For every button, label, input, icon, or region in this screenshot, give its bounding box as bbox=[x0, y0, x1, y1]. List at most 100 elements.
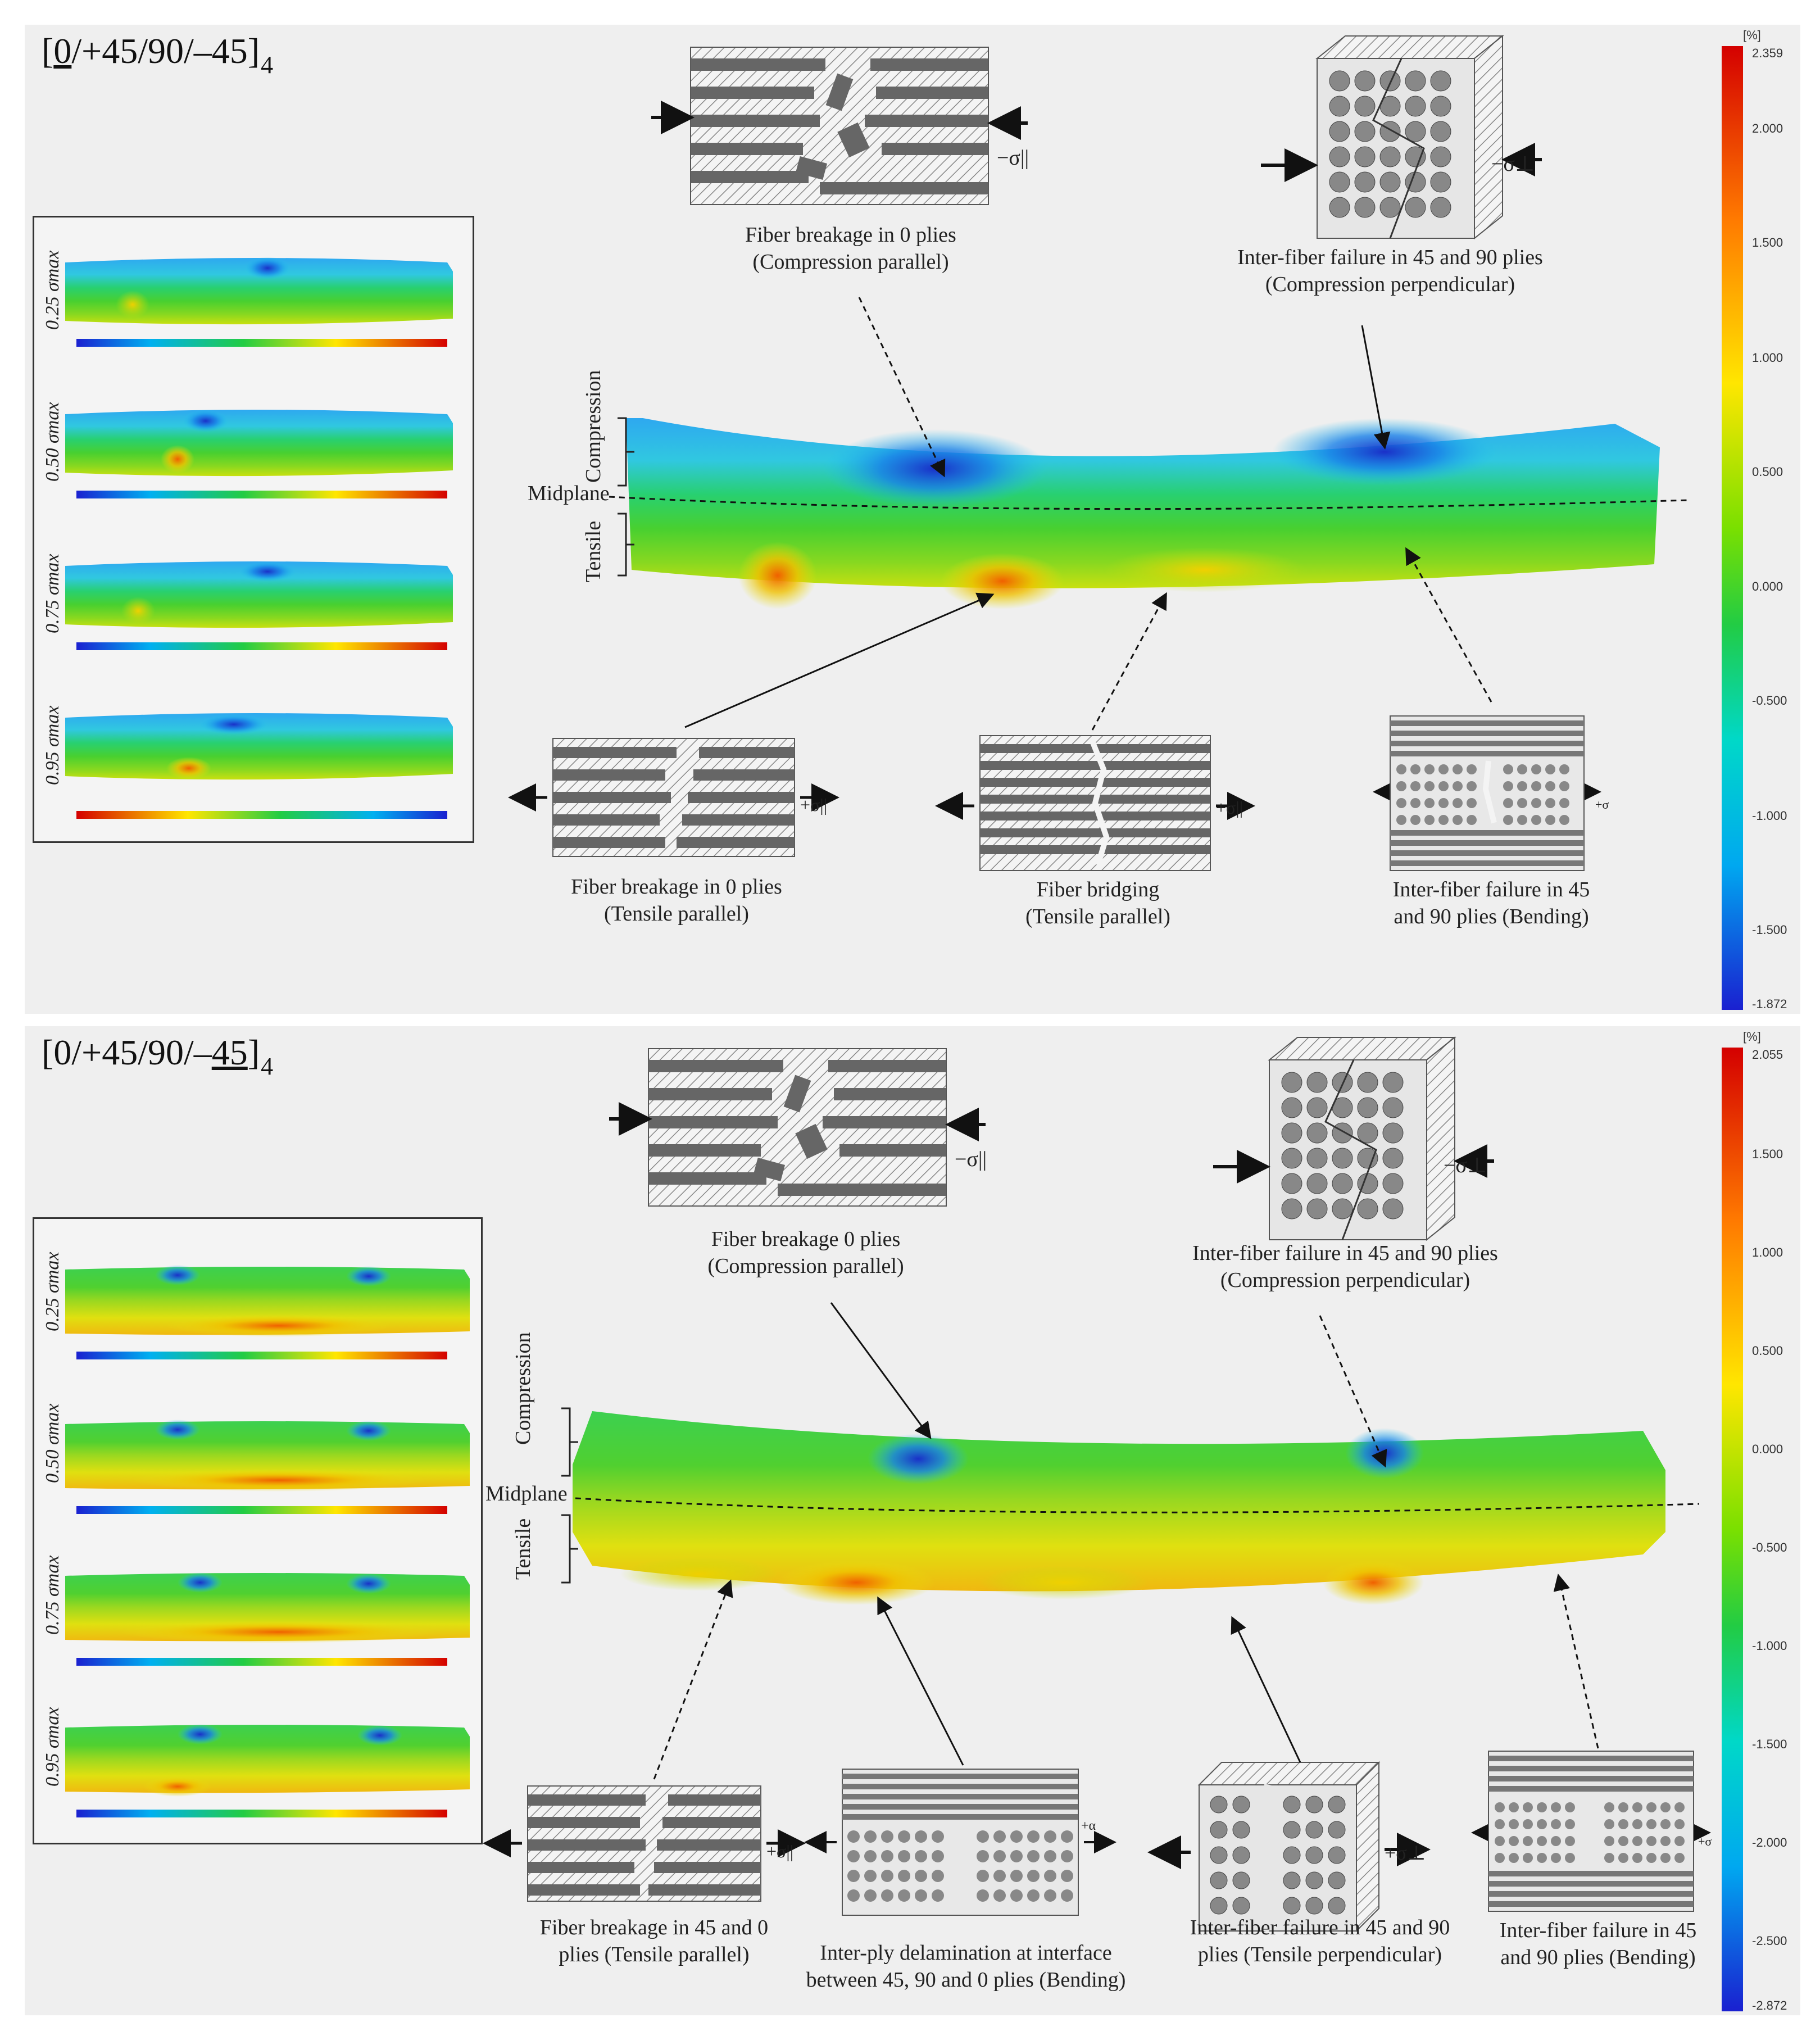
leader-arrow bbox=[877, 1596, 964, 1766]
cb-tick: -1.000 bbox=[1752, 809, 1787, 823]
cb-tick: 2.000 bbox=[1752, 121, 1783, 135]
stress-level-inset-2: 0.25 σmax 0.50 σmax 0.75 σmax 0.95 σmax bbox=[33, 1217, 483, 1844]
caption-line: plies (Tensile parallel) bbox=[559, 1943, 750, 1966]
cb-tick: -2.872 bbox=[1752, 1998, 1787, 2012]
colorbar-unit-1: [%] bbox=[1743, 28, 1761, 42]
leader-arrow bbox=[1405, 547, 1492, 702]
symbol-comp-par: −σ|| bbox=[955, 1148, 987, 1171]
zone-compression-label: Compression bbox=[511, 1332, 535, 1445]
caption-line: Fiber bridging bbox=[1036, 878, 1160, 901]
caption-line: (Compression perpendicular) bbox=[1220, 1268, 1470, 1292]
small-colorbar bbox=[76, 642, 447, 650]
cb-tick: 0.500 bbox=[1752, 465, 1783, 479]
colorbar-unit-2: [%] bbox=[1743, 1030, 1761, 1044]
leader-arrow bbox=[1091, 592, 1167, 731]
cb-tick: -1.872 bbox=[1752, 997, 1787, 1011]
iff-compression-schematic bbox=[1261, 34, 1542, 240]
cb-tick: -0.500 bbox=[1752, 1540, 1787, 1554]
leader-arrow bbox=[1231, 1616, 1301, 1763]
caption-fb0-compression: Fiber breakage 0 plies (Compression para… bbox=[665, 1226, 946, 1280]
caption-line: (Tensile parallel) bbox=[604, 902, 749, 926]
title-subscript: 4 bbox=[261, 51, 274, 79]
tensile-bracket bbox=[618, 513, 634, 577]
cb-tick: 1.000 bbox=[1752, 351, 1783, 365]
fiber-breakage-compression-schematic bbox=[609, 1048, 986, 1207]
zone-compression-label: Compression bbox=[582, 370, 605, 483]
caption-line: (Tensile parallel) bbox=[1025, 905, 1170, 928]
cb-tick: -1.500 bbox=[1752, 1737, 1787, 1751]
small-colorbar bbox=[76, 339, 447, 347]
title-part: [ bbox=[42, 31, 54, 71]
fiber-breakage-45-0-schematic bbox=[483, 1785, 806, 1902]
layup-title-2: [0/+45/90/–45]4 bbox=[42, 1032, 273, 1081]
small-colorbar bbox=[76, 1658, 447, 1666]
main-diagram-1 bbox=[508, 34, 1743, 1010]
main-diagram-2 bbox=[483, 1036, 1743, 2011]
caption-fiber-bridging: Fiber bridging (Tensile parallel) bbox=[980, 876, 1216, 930]
cb-tick: 0.000 bbox=[1752, 1442, 1783, 1456]
layup-title-1: [0/+45/90/–45]4 bbox=[42, 30, 273, 79]
leader-arrow bbox=[1319, 1315, 1387, 1468]
compression-bracket bbox=[618, 417, 634, 487]
tensile-bracket bbox=[561, 1514, 578, 1584]
iff-bending-schematic bbox=[1471, 1751, 1711, 1912]
leader-arrow bbox=[830, 1302, 932, 1439]
caption-iff-compression: Inter-fiber failure in 45 and 90 plies (… bbox=[1193, 244, 1587, 298]
main-beam-1 bbox=[626, 418, 1660, 609]
inset-beams bbox=[65, 257, 453, 819]
midplane-line bbox=[609, 496, 1689, 510]
cb-tick: 1.500 bbox=[1752, 235, 1783, 250]
title-part: ] bbox=[247, 1032, 260, 1072]
cb-tick: 1.000 bbox=[1752, 1245, 1783, 1259]
caption-line: Inter-fiber failure in 45 and 90 bbox=[1190, 1916, 1450, 1939]
caption-iff-bending: Inter-fiber failure in 45 and 90 plies (… bbox=[1356, 876, 1626, 930]
cb-tick: 2.359 bbox=[1752, 46, 1783, 60]
caption-line: (Compression perpendicular) bbox=[1265, 273, 1515, 296]
colorbar-2 bbox=[1722, 1048, 1743, 2011]
caption-iff-tensile-perp: Inter-fiber failure in 45 and 90 plies (… bbox=[1163, 1914, 1477, 1968]
colorbar-1 bbox=[1722, 46, 1743, 1010]
caption-line: Fiber breakage in 45 and 0 bbox=[539, 1916, 769, 1939]
panel-1: [0/+45/90/–45]4 bbox=[25, 25, 1800, 1014]
iff-compression-schematic bbox=[1213, 1036, 1494, 1241]
symbol-tens-perp: +σ⊥ bbox=[1385, 1842, 1426, 1864]
caption-fb45-0-tensile: Fiber breakage in 45 and 0 plies (Tensil… bbox=[514, 1914, 795, 1968]
caption-iff-bending: Inter-fiber failure in 45 and 90 plies (… bbox=[1480, 1917, 1716, 1971]
fiber-breakage-compression-schematic bbox=[651, 47, 1028, 205]
caption-delamination: Inter-ply delamination at interface betw… bbox=[783, 1939, 1149, 1993]
caption-line: (Compression parallel) bbox=[752, 250, 949, 274]
small-colorbar bbox=[76, 491, 447, 498]
caption-line: and 90 plies (Bending) bbox=[1394, 905, 1589, 928]
cb-tick: -1.500 bbox=[1752, 923, 1787, 937]
cb-tick: 0.500 bbox=[1752, 1344, 1783, 1358]
caption-line: between 45, 90 and 0 plies (Bending) bbox=[806, 1968, 1126, 1992]
small-colorbar bbox=[76, 1810, 447, 1817]
panel-2: [0/+45/90/–45]4 bbox=[25, 1026, 1800, 2015]
main-beam-2 bbox=[573, 1411, 1665, 1605]
caption-line: (Compression parallel) bbox=[707, 1254, 904, 1278]
delamination-schematic bbox=[804, 1769, 1116, 1916]
zone-tensile-label: Tensile bbox=[582, 520, 605, 582]
symbol-comp-perp: −σ⊥ bbox=[1444, 1154, 1487, 1177]
stress-level-inset: 0.25 σmax 0.50 σmax 0.75 σmax 0.95 σmax bbox=[33, 216, 474, 843]
iff-bending-schematic bbox=[1373, 715, 1601, 871]
title-underlined: 45 bbox=[211, 1032, 248, 1072]
iff-tensile-perp-schematic bbox=[1147, 1761, 1431, 1933]
symbol-bend: +σ bbox=[1698, 1834, 1712, 1848]
cb-tick: 1.500 bbox=[1752, 1147, 1783, 1161]
caption-fb0-compression: Fiber breakage in 0 plies (Compression p… bbox=[710, 221, 991, 275]
cb-tick: -2.500 bbox=[1752, 1934, 1787, 1948]
midplane-line bbox=[575, 1497, 1700, 1513]
caption-line: plies (Tensile perpendicular) bbox=[1197, 1943, 1442, 1966]
leader-arrow bbox=[858, 297, 946, 478]
symbol-tens-par-2: +σ|| bbox=[1216, 797, 1243, 818]
small-beam bbox=[65, 258, 453, 325]
zone-midplane-label: Midplane bbox=[485, 1482, 568, 1506]
caption-line: Inter-ply delamination at interface bbox=[820, 1941, 1112, 1965]
inset-beams-2 bbox=[65, 1265, 470, 1817]
cb-tick: 2.055 bbox=[1752, 1048, 1783, 1062]
zone-tensile-label: Tensile bbox=[511, 1518, 535, 1580]
fiber-bridging-schematic bbox=[935, 735, 1255, 871]
cb-tick: -0.500 bbox=[1752, 693, 1787, 708]
title-underlined: 0 bbox=[53, 31, 72, 71]
